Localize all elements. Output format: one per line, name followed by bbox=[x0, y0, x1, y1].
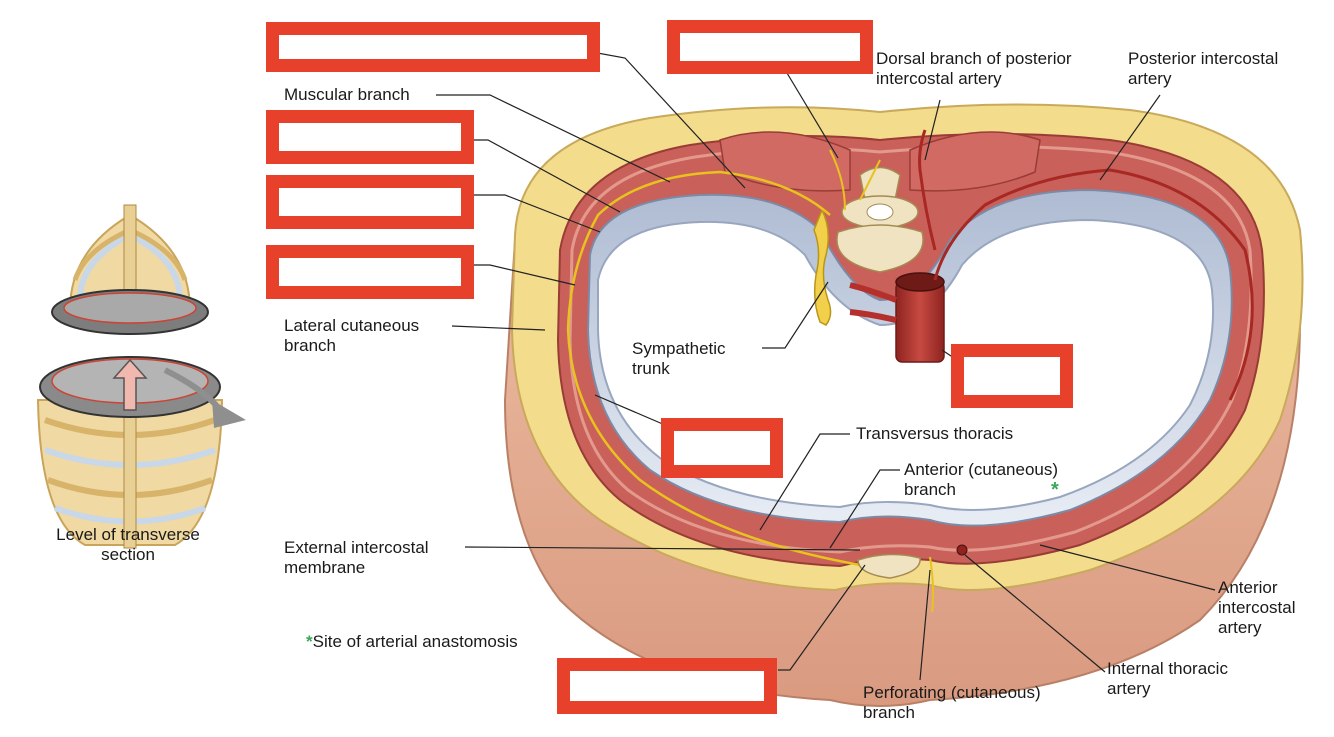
spinal-cord bbox=[866, 203, 894, 221]
vertebral-body bbox=[836, 224, 924, 273]
label-posterior-intercostal-artery: Posterior intercostal artery bbox=[1128, 49, 1279, 88]
posterior-intercostal-artery-path bbox=[933, 168, 1254, 401]
blank-box-8[interactable] bbox=[557, 658, 777, 714]
aorta-top bbox=[895, 272, 945, 292]
dorsal-branch-artery bbox=[918, 129, 937, 251]
aorta-body bbox=[895, 281, 945, 363]
label-lateral-cutaneous-branch: Lateral cutaneous branch bbox=[284, 316, 420, 355]
label-transversus-thoracis: Transversus thoracis bbox=[856, 424, 1014, 443]
blank-box-2[interactable] bbox=[667, 20, 873, 74]
blank-box-4[interactable] bbox=[266, 175, 474, 229]
blank-box-6[interactable] bbox=[951, 344, 1073, 408]
up-arrow-icon bbox=[112, 358, 148, 411]
anastomosis-site-star-icon: * bbox=[1051, 479, 1059, 501]
label-anterior-cutaneous-branch: Anterior (cutaneous) branch bbox=[904, 460, 1059, 499]
blank-box-5[interactable] bbox=[266, 245, 474, 299]
erector-spinae-right bbox=[909, 131, 1041, 192]
label-internal-thoracic-artery: Internal thoracic artery bbox=[1107, 659, 1228, 698]
blank-box-1[interactable] bbox=[266, 22, 600, 72]
anastomosis-text: Site of arterial anastomosis bbox=[312, 632, 518, 651]
label-anterior-intercostal-artery: Anterior intercostal artery bbox=[1218, 578, 1296, 637]
blank-box-3[interactable] bbox=[266, 110, 474, 164]
label-muscular-branch: Muscular branch bbox=[284, 85, 410, 104]
blank-box-7[interactable] bbox=[661, 418, 783, 478]
label-arterial-anastomosis: *Site of arterial anastomosis bbox=[306, 612, 518, 652]
thorax-section bbox=[503, 103, 1304, 707]
label-perforating-cutaneous-branch: Perforating (cutaneous) branch bbox=[863, 683, 1041, 722]
intercostal-nerve-path bbox=[566, 170, 861, 567]
spinous-process bbox=[859, 166, 901, 201]
leader-lines bbox=[436, 51, 1216, 681]
erector-spinae-left bbox=[719, 131, 851, 192]
label-dorsal-branch: Dorsal branch of posterior intercostal a… bbox=[876, 49, 1072, 88]
sternum bbox=[857, 553, 921, 579]
rib-cage-thumbnail bbox=[36, 204, 246, 549]
label-level-of-section: Level of transverse section bbox=[56, 525, 200, 564]
internal-thoracic-artery-dot bbox=[956, 544, 968, 556]
upper-rib-cage bbox=[68, 204, 192, 311]
anastomosis-star-icon: * bbox=[306, 632, 313, 651]
label-sympathetic-trunk: Sympathetic trunk bbox=[632, 339, 726, 378]
label-external-intercostal-membrane: External intercostal membrane bbox=[284, 538, 429, 577]
